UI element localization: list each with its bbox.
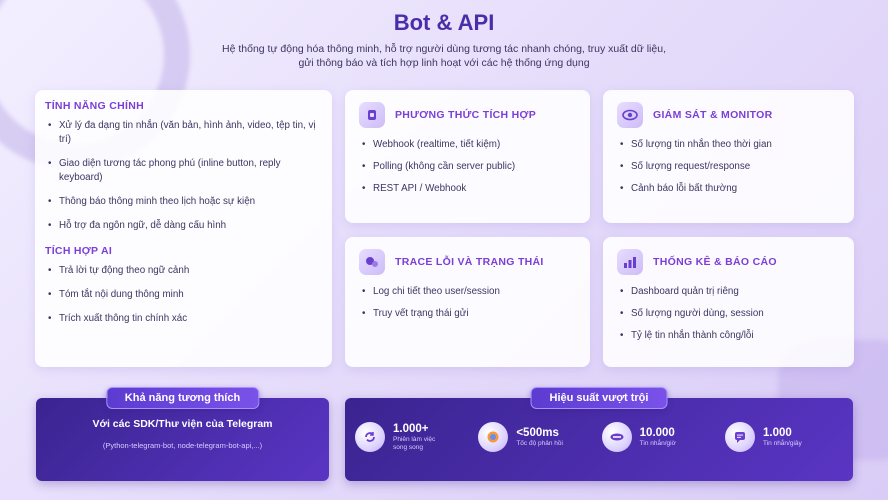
list-item: Xử lý đa dạng tin nhắn (văn bản, hình ản… [45,119,322,147]
features-list: Xử lý đa dạng tin nhắn (văn bản, hình ản… [45,119,322,233]
list-item: Số lượng request/response [617,160,840,174]
speed-icon [478,422,509,452]
card-list: Log chi tiết theo user/session Truy vết … [359,285,576,321]
performance-box: Hiệu suất vượt trội 1.000+ Phiên làm việ… [345,387,853,481]
sync-icon [355,422,385,452]
chat-icon [724,422,755,452]
list-item: Trả lời tự động theo ngữ cảnh [45,264,322,278]
list-item: Số lượng tin nhắn theo thời gian [617,138,840,152]
list-item: Số lượng người dùng, session [617,307,840,321]
list-item: Polling (không cần server public) [359,160,576,174]
page-subtitle: Hệ thống tự động hóa thông minh, hỗ trợ … [150,42,738,70]
list-item: Hỗ trợ đa ngôn ngữ, dễ dàng cấu hình [45,219,322,233]
stat-label: Tin nhắn/giờ [639,440,676,447]
card-list: Webhook (realtime, tiết kiệm) Polling (k… [359,138,576,196]
list-item: Log chi tiết theo user/session [359,285,576,299]
stat-value: 10.000 [639,427,675,439]
list-item: REST API / Webhook [359,182,576,196]
subtitle-line-1: Hệ thống tự động hóa thông minh, hỗ trợ … [222,43,666,55]
card-title: THỐNG KÊ & BÁO CÁO [653,256,777,268]
card-title: PHƯƠNG THỨC TÍCH HỢP [395,109,537,121]
ai-list: Trả lời tự động theo ngữ cảnh Tóm tắt nộ… [45,264,322,326]
compatibility-box: Khả năng tương thích Với các SDK/Thư việ… [36,387,329,481]
card-list: Dashboard quản trị riêng Số lượng người … [617,285,840,343]
list-item: Tóm tắt nội dung thông minh [45,288,322,302]
chart-icon [617,249,643,275]
stat-value: 1.000+ [393,423,429,435]
features-title: TÍNH NĂNG CHÍNH [45,100,144,112]
compatibility-sub: (Python-telegram-bot, node-telegram-bot-… [102,441,263,450]
card-integration: PHƯƠNG THỨC TÍCH HỢP Webhook (realtime, … [345,90,590,223]
features-panel: TÍNH NĂNG CHÍNH Xử lý đa dạng tin nhắn (… [35,90,332,367]
eye-icon [617,102,643,128]
list-item: Trích xuất thông tin chính xác [45,312,322,326]
stat-messages-second: 1.000 Tin nhắn/giây [724,422,843,452]
stat-messages-hour: 10.000 Tin nhắn/giờ [601,422,720,452]
card-title: GIÁM SÁT & MONITOR [653,109,773,121]
list-item: Truy vết trạng thái gửi [359,307,576,321]
ai-title: TÍCH HỢP AI [45,245,113,257]
stat-label: song song [393,444,423,451]
card-list: Số lượng tin nhắn theo thời gian Số lượn… [617,138,840,196]
stat-sessions: 1.000+ Phiên làm việc song song [355,422,473,452]
list-item: Webhook (realtime, tiết kiệm) [359,138,576,152]
trace-icon [359,249,385,275]
card-stats: THỐNG KÊ & BÁO CÁO Dashboard quản trị ri… [603,237,854,367]
stat-label: Phiên làm việc [393,436,436,443]
list-item: Cảnh báo lỗi bất thường [617,182,840,196]
card-monitor: GIÁM SÁT & MONITOR Số lượng tin nhắn the… [603,90,854,223]
list-item: Tỷ lệ tin nhắn thành công/lỗi [617,329,840,343]
list-item: Thông báo thông minh theo lịch hoặc sự k… [45,195,322,209]
card-title: TRACE LỖI VÀ TRẠNG THÁI [395,256,544,268]
list-item: Dashboard quản trị riêng [617,285,840,299]
stat-label: Tin nhắn/giây [762,440,802,447]
card-trace: TRACE LỖI VÀ TRẠNG THÁI Log chi tiết the… [345,237,590,367]
integration-icon [359,102,385,128]
stat-label: Tốc độ phản hồi [516,440,563,447]
subtitle-line-2: gửi thông báo và tích hợp linh hoạt với … [298,57,590,69]
stat-value: 1.000 [762,427,792,439]
list-item: Giao diện tương tác phong phú (inline bu… [45,157,322,185]
message-icon [601,422,632,452]
performance-label: Hiệu suất vượt trội [530,387,668,409]
stat-speed: <500ms Tốc độ phản hồi [478,422,596,452]
page-title: Bot & API [393,10,495,35]
compatibility-label: Khả năng tương thích [105,387,260,409]
stat-value: <500ms [516,427,559,439]
compatibility-title: Với các SDK/Thư viện của Telegram [92,418,273,430]
